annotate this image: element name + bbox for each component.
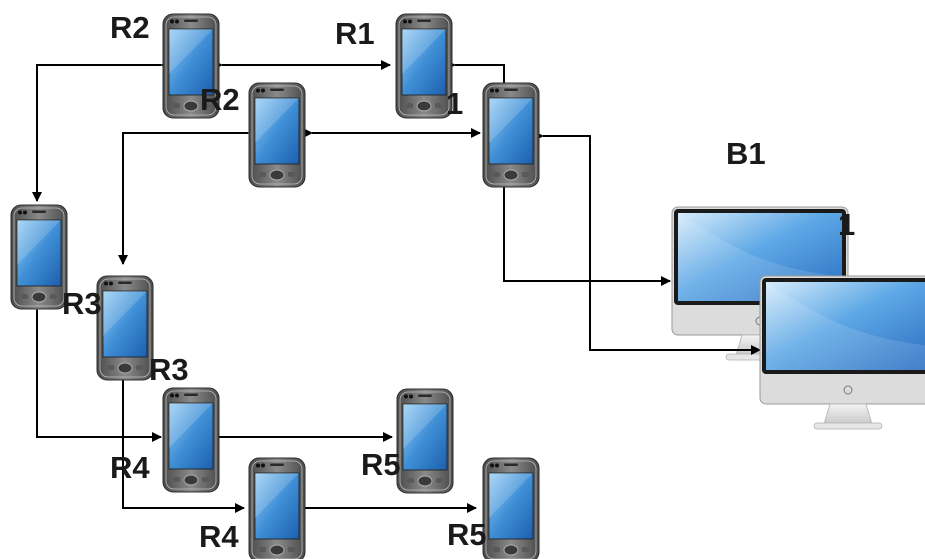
node-r1-back (395, 13, 453, 119)
label-r3-front: R3 (149, 352, 189, 387)
label-b1-front: 1 (838, 207, 855, 242)
label-r2-back: R2 (110, 10, 150, 45)
label-r5-front: R5 (447, 517, 487, 552)
node-r3-front (96, 275, 154, 381)
link-r1-b1-front (534, 131, 761, 355)
connections-back-network (32, 60, 671, 442)
connections-front-network (118, 128, 761, 513)
link-r3-r4-front (118, 370, 245, 513)
node-r1-front (482, 82, 540, 188)
node-r4-front (248, 457, 306, 559)
label-r2-front: R2 (200, 82, 240, 117)
node-labels: R2 R1 R2 1 B1 1 R3 R3 R4 R5 R4 R5 (62, 10, 855, 554)
label-r4-back: R4 (110, 450, 150, 485)
label-r3-back: R3 (62, 286, 102, 321)
node-r5-front (482, 457, 540, 559)
computer-b1-front (759, 275, 925, 430)
node-r2-front (248, 82, 306, 188)
label-r4-front: R4 (199, 519, 239, 554)
label-r1-back: R1 (335, 16, 375, 51)
node-r4-back (162, 387, 220, 493)
label-r1-front: 1 (446, 86, 463, 121)
node-r3-back (10, 204, 68, 310)
link-r2-r3-back (32, 60, 170, 202)
label-r5-back: R5 (361, 447, 401, 482)
link-r2-r3-front (118, 128, 257, 265)
node-r5-back (396, 388, 454, 494)
label-b1-back: B1 (726, 136, 766, 171)
